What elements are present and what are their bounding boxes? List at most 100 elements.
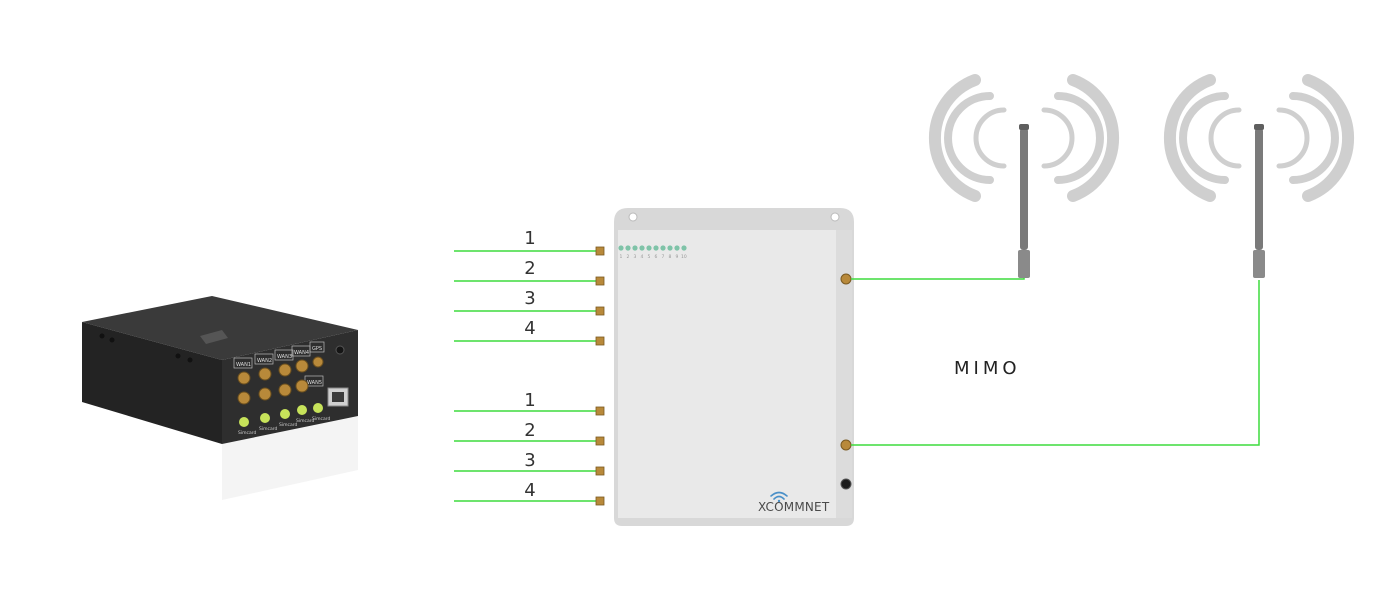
hub-led-icon <box>660 245 666 251</box>
antenna-base <box>1253 250 1265 278</box>
output-cables <box>851 272 1260 446</box>
router-ethernet-socket <box>332 392 344 402</box>
hub-input-connector-icon <box>595 336 605 346</box>
port-label: 3 <box>524 288 536 309</box>
router-screw-icon <box>187 357 193 363</box>
hub-led-icon <box>618 245 624 251</box>
router-connectors <box>237 356 324 405</box>
router-connector-icon <box>278 363 292 377</box>
router-sim-led-icon <box>260 413 270 423</box>
hub-led-icon <box>653 245 659 251</box>
port-label: 1 <box>524 228 536 249</box>
router-sim-label: Simcard <box>238 430 256 436</box>
router-connector-icon <box>295 379 309 393</box>
router-logo-mark <box>200 330 228 344</box>
router-port-label: WAN3 <box>277 354 292 360</box>
hub-input-connector-icon <box>595 406 605 416</box>
hub-mount-hole-icon <box>830 212 840 222</box>
router-connector-icon <box>295 359 309 373</box>
signal-waves-icon <box>928 74 1120 202</box>
router-sim-led-icon <box>313 403 323 413</box>
hub-input-connector-icon <box>595 466 605 476</box>
router-port-label: WAN2 <box>257 358 272 364</box>
port-label: 4 <box>524 318 536 339</box>
hub-output-connector-icon <box>840 273 852 285</box>
router-connector-icon <box>237 391 251 405</box>
hub-led-number: 9 <box>676 254 679 260</box>
hub-led-row <box>618 245 687 251</box>
hub-led-icon <box>667 245 673 251</box>
router-sim-slots: Simcard Simcard Simcard Simcard Simcard <box>238 403 330 436</box>
hub-led-icon <box>625 245 631 251</box>
cellular-router-device: WAN1 WAN2 WAN3 WAN4 GPS WAN5 <box>82 296 358 500</box>
hub-input-connector-icon <box>595 436 605 446</box>
port-label: 4 <box>524 480 536 501</box>
router-top-face <box>82 296 358 360</box>
router-side-face <box>82 322 222 444</box>
hub-mount-hole-icon <box>628 212 638 222</box>
port-label: 2 <box>524 420 536 441</box>
hub-led-number: 4 <box>641 254 644 260</box>
antenna-combiner-hub: 1 2 3 4 5 6 7 8 9 10 <box>595 208 854 526</box>
router-sim-label: Simcard <box>296 418 314 424</box>
router-screw-icon <box>99 333 105 339</box>
hub-led-number: 10 <box>681 254 687 260</box>
router-connector-icon <box>258 367 272 381</box>
router-port-label: WAN1 <box>236 362 251 368</box>
mimo-label: MIMO <box>954 358 1021 379</box>
hub-led-number: 7 <box>662 254 665 260</box>
hub-led-icon <box>674 245 680 251</box>
router-port-label: WAN4 <box>294 350 309 356</box>
antenna-left <box>928 74 1120 278</box>
hub-led-number: 2 <box>627 254 630 260</box>
signal-waves-icon <box>1163 74 1355 202</box>
hub-led-number: 3 <box>634 254 637 260</box>
hub-input-connector-icon <box>595 496 605 506</box>
hub-front-panel <box>618 230 836 518</box>
router-sim-led-icon <box>280 409 290 419</box>
port-label: 2 <box>524 258 536 279</box>
router-connector-icon <box>312 356 324 368</box>
router-port-label: WAN5 <box>307 380 322 386</box>
router-connector-icon <box>237 371 251 385</box>
router-connector-icon <box>278 383 292 397</box>
router-sim-label: Simcard <box>279 422 297 428</box>
hub-led-number: 6 <box>655 254 658 260</box>
router-port-labels: WAN1 WAN2 WAN3 WAN4 GPS WAN5 <box>233 341 325 387</box>
cable-line <box>851 280 1260 446</box>
input-cables <box>454 250 598 502</box>
antenna-base <box>1018 250 1030 278</box>
hub-power-jack-icon <box>840 478 852 490</box>
hub-led-numbers: 1 2 3 4 5 6 7 8 9 10 <box>620 254 687 260</box>
hub-output-connector-icon <box>840 439 852 451</box>
hub-led-icon <box>632 245 638 251</box>
router-power-icon <box>335 345 345 355</box>
router-sim-led-icon <box>239 417 249 427</box>
router-screw-icon <box>109 337 115 343</box>
router-screw-icon <box>175 353 181 359</box>
router-port-label: GPS <box>312 346 322 352</box>
hub-led-icon <box>646 245 652 251</box>
hub-led-icon <box>639 245 645 251</box>
hub-input-connectors <box>595 246 605 506</box>
hub-led-icon <box>681 245 687 251</box>
router-sim-label: Simcard <box>259 426 277 432</box>
router-sim-label: Simcard <box>312 416 330 422</box>
antenna-tip <box>1019 124 1029 130</box>
brand-wifi-icon <box>770 491 788 503</box>
hub-input-connector-icon <box>595 246 605 256</box>
hub-led-number: 1 <box>620 254 623 260</box>
antenna-right <box>1163 74 1355 278</box>
cable-line <box>851 272 1025 280</box>
hub-brand-label: XCOMMNET <box>758 500 830 514</box>
hub-led-number: 8 <box>669 254 672 260</box>
port-label: 1 <box>524 390 536 411</box>
hub-input-connector-icon <box>595 276 605 286</box>
router-connector-icon <box>258 387 272 401</box>
hub-side-panel <box>836 230 852 518</box>
antenna-whip <box>1020 128 1028 250</box>
antenna-whip <box>1255 128 1263 250</box>
hub-input-connector-icon <box>595 306 605 316</box>
router-sim-led-icon <box>297 405 307 415</box>
hub-led-number: 5 <box>648 254 651 260</box>
